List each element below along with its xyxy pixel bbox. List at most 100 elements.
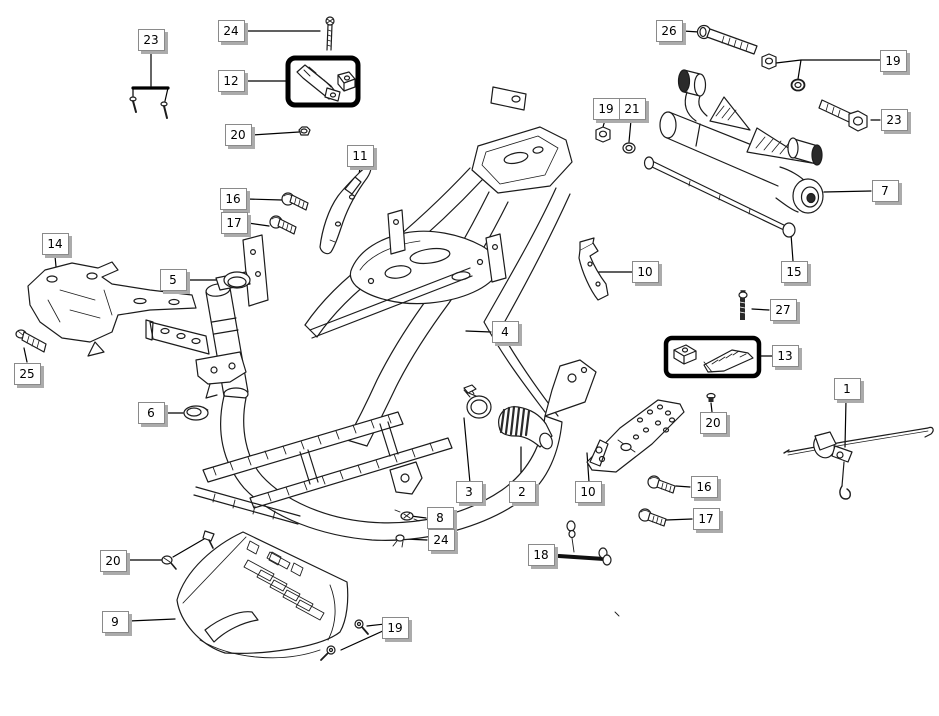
part-number: 20	[705, 416, 721, 430]
part-9-underbody-cover	[176, 531, 349, 659]
part-callout-7[interactable]: 7	[871, 180, 899, 202]
part-callout-16[interactable]: 16	[690, 476, 718, 498]
part-callout-13[interactable]: 13	[771, 345, 799, 367]
part-callout-19[interactable]: 19	[592, 98, 620, 120]
part-callout-23[interactable]: 23	[880, 109, 908, 131]
part-number: 27	[775, 303, 791, 317]
part-number: 20	[230, 128, 246, 142]
part-number: 26	[661, 24, 677, 38]
part-callout-15[interactable]: 15	[780, 261, 808, 283]
part-callout-3[interactable]: 3	[455, 481, 483, 503]
part-19-nut-mid	[595, 126, 611, 143]
part-callout-14[interactable]: 14	[41, 233, 69, 255]
part-number: 17	[698, 512, 714, 526]
part-5-cap	[223, 271, 251, 289]
part-20-cap-nut	[706, 392, 716, 402]
part-20-nut	[298, 126, 311, 136]
part-callout-16[interactable]: 16	[219, 188, 247, 210]
part-callout-8[interactable]: 8	[426, 507, 454, 529]
part-number: 23	[886, 113, 902, 127]
part-19-cover-screws	[320, 619, 369, 661]
part-10-bracket-upper	[578, 237, 609, 301]
part-19-nut-washer	[761, 53, 806, 92]
part-number: 16	[696, 480, 712, 494]
part-10-footrest-plate	[586, 399, 685, 473]
part-callout-6[interactable]: 6	[137, 402, 165, 424]
part-17-bolt-right	[638, 508, 667, 527]
part-24-bolt	[325, 16, 335, 51]
part-7-engine-hanger	[659, 69, 824, 214]
part-number: 9	[111, 615, 119, 629]
part-callout-17[interactable]: 17	[692, 508, 720, 530]
part-2-intake-duct	[498, 405, 553, 450]
part-number: 24	[433, 533, 449, 547]
part-24-screw-small	[392, 534, 405, 548]
part-callout-26[interactable]: 26	[655, 20, 683, 42]
part-callout-17[interactable]: 17	[220, 212, 248, 234]
part-17-bolt	[269, 215, 297, 235]
part-6-grommet	[183, 405, 209, 421]
part-23-cable-screws	[129, 96, 168, 119]
part-callout-20[interactable]: 20	[699, 412, 727, 434]
part-8-screw	[394, 509, 420, 522]
part-number: 24	[223, 24, 239, 38]
leader-lines	[23, 30, 884, 651]
part-number: 20	[105, 554, 121, 568]
part-3-hose-clamp	[463, 384, 492, 419]
part-27-bolt	[738, 290, 748, 320]
part-callout-1[interactable]: 1	[833, 378, 861, 400]
part-18-rod	[557, 520, 612, 566]
part-callout-27[interactable]: 27	[769, 299, 797, 321]
part-11-bracket	[319, 163, 372, 255]
part-26-bolt	[696, 24, 758, 55]
part-callout-24[interactable]: 24	[217, 20, 245, 42]
part-callout-2[interactable]: 2	[508, 481, 536, 503]
part-callout-12[interactable]: 12	[217, 70, 245, 92]
part-number: 25	[19, 367, 35, 381]
part-number: 19	[885, 54, 901, 68]
part-callout-19[interactable]: 19	[879, 50, 907, 72]
part-callout-23[interactable]: 23	[137, 29, 165, 51]
part-callout-20[interactable]: 20	[224, 124, 252, 146]
part-callout-19[interactable]: 19	[381, 617, 409, 639]
part-number: 16	[225, 192, 241, 206]
frame-assembly	[145, 86, 620, 617]
part-callout-9[interactable]: 9	[101, 611, 129, 633]
part-number: 10	[580, 485, 596, 499]
part-callout-24[interactable]: 24	[427, 529, 455, 551]
highlight-box-12	[285, 55, 361, 108]
part-14-bracket	[27, 261, 197, 357]
part-number: 8	[436, 511, 444, 525]
part-callout-25[interactable]: 25	[13, 363, 41, 385]
part-16-bolt	[281, 192, 309, 211]
part-number: 14	[47, 237, 63, 251]
part-number: 19	[387, 621, 403, 635]
part-number: 21	[624, 102, 640, 116]
part-callout-10[interactable]: 10	[631, 261, 659, 283]
part-number: 13	[777, 349, 793, 363]
part-callout-4[interactable]: 4	[491, 321, 519, 343]
part-25-bolt	[15, 329, 47, 353]
part-number: 12	[223, 74, 239, 88]
part-20-screw-pair	[161, 530, 215, 570]
part-callout-5[interactable]: 5	[159, 269, 187, 291]
part-callout-18[interactable]: 18	[527, 544, 555, 566]
part-callout-11[interactable]: 11	[346, 145, 374, 167]
part-number: 19	[598, 102, 614, 116]
part-number: 3	[465, 485, 473, 499]
part-number: 11	[352, 149, 368, 163]
part-callout-21[interactable]: 21	[618, 98, 646, 120]
part-number: 7	[881, 184, 889, 198]
part-number: 10	[637, 265, 653, 279]
part-number: 4	[501, 325, 509, 339]
part-callout-10[interactable]: 10	[574, 481, 602, 503]
highlight-box-13	[663, 335, 762, 379]
part-23-bolt-right	[818, 99, 868, 132]
part-callout-20[interactable]: 20	[99, 550, 127, 572]
part-number: 18	[533, 548, 549, 562]
part-number: 5	[169, 273, 177, 287]
part-15-rod	[643, 156, 796, 238]
